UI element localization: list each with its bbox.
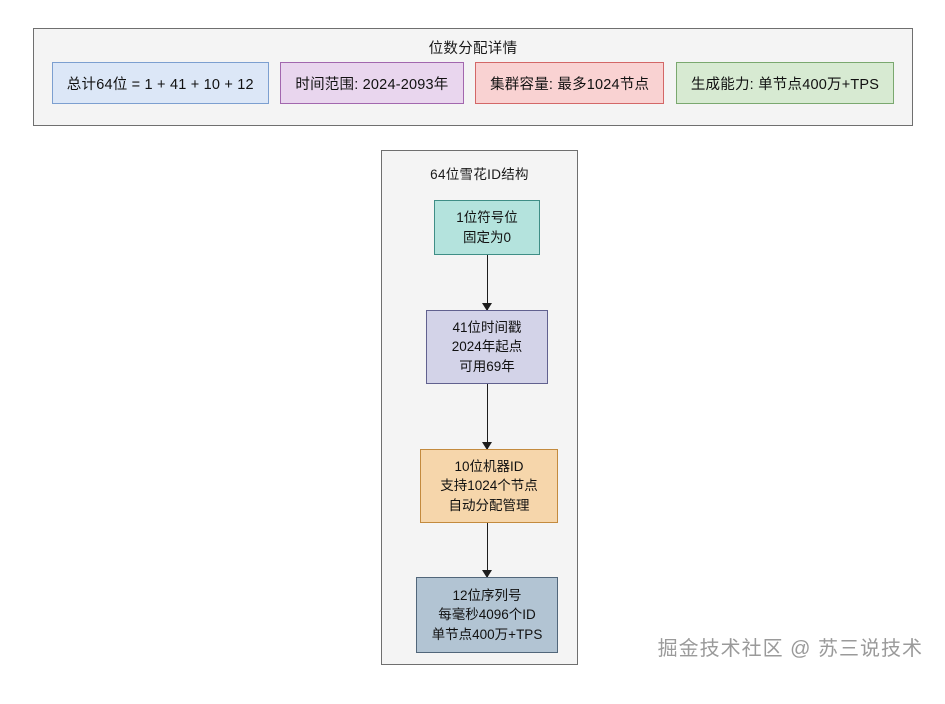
node-sequence-line-3: 单节点400万+TPS: [431, 626, 543, 642]
node-timestamp: 41位时间戳 2024年起点 可用69年: [426, 310, 548, 384]
node-timestamp-line-1: 41位时间戳: [452, 319, 522, 335]
arrow-timestamp-to-machine: [486, 384, 489, 449]
summary-panel-title: 位数分配详情: [428, 41, 518, 57]
chip-cluster-capacity: 集群容量: 最多1024节点: [475, 62, 665, 104]
node-machine-id-line-3: 自动分配管理: [448, 497, 530, 513]
node-machine-id-line-1: 10位机器ID: [454, 458, 524, 474]
node-sequence-line-1: 12位序列号: [452, 587, 522, 603]
flowchart-title: 64位雪花ID结构: [430, 167, 529, 182]
chip-generation-capacity: 生成能力: 单节点400万+TPS: [675, 62, 895, 104]
snowflake-structure-diagram: 64位雪花ID结构 1位符号位 固定为0 41位时间戳 2024年起点 可用69…: [381, 150, 578, 665]
arrow-machine-to-sequence: [486, 523, 489, 577]
node-timestamp-line-2: 2024年起点: [451, 339, 523, 355]
summary-chip-row: 总计64位 = 1 + 41 + 10 + 12 时间范围: 2024-2093…: [34, 62, 912, 104]
chip-time-range: 时间范围: 2024-2093年: [280, 62, 464, 104]
node-sign-bit-line-2: 固定为0: [462, 229, 511, 245]
node-machine-id: 10位机器ID 支持1024个节点 自动分配管理: [420, 449, 558, 523]
node-machine-id-line-2: 支持1024个节点: [440, 478, 538, 494]
summary-panel: 位数分配详情 总计64位 = 1 + 41 + 10 + 12 时间范围: 20…: [33, 28, 913, 126]
watermark-text: 掘金技术社区 @ 苏三说技术: [657, 638, 923, 660]
node-sequence: 12位序列号 每毫秒4096个ID 单节点400万+TPS: [416, 577, 558, 653]
node-timestamp-line-3: 可用69年: [459, 358, 515, 374]
arrow-sign-to-timestamp: [486, 255, 489, 310]
node-sequence-line-2: 每毫秒4096个ID: [438, 607, 536, 623]
node-sign-bit-line-1: 1位符号位: [456, 209, 518, 225]
chip-total-bits: 总计64位 = 1 + 41 + 10 + 12: [51, 62, 269, 104]
node-sign-bit: 1位符号位 固定为0: [434, 200, 540, 255]
